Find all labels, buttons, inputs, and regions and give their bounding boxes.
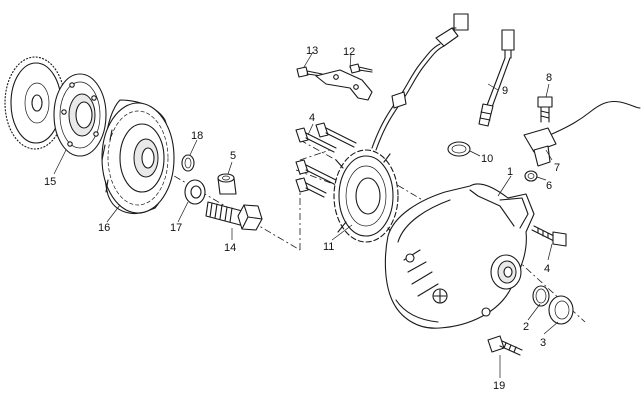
callout-14: 14 [224,242,236,254]
callout-4-stator-bolts: 4 [309,112,315,124]
part-callouts: 1 2 3 4 4 5 6 7 8 9 10 11 12 13 14 15 16… [44,45,560,392]
collar-part-5 [217,173,237,195]
o-ring-part-18 [181,154,195,172]
generator-cover-part-1 [384,183,535,329]
screws-part-13 [296,63,373,78]
callout-7: 7 [554,162,560,174]
cover-bolt-part-4 [531,225,567,247]
callout-15: 15 [44,176,56,188]
sensor-rod-part-9 [478,29,515,127]
flywheel-rotor-part-16 [101,99,175,214]
callout-13: 13 [306,45,318,57]
stator-wiring-harness [371,13,469,151]
speed-sensor-part-7 [523,100,641,167]
o-ring-part-10 [447,141,471,157]
callout-1: 1 [507,166,513,178]
leader-lines [53,51,559,378]
callout-9: 9 [502,85,508,97]
callout-5: 5 [230,150,236,162]
callout-2: 2 [523,321,529,333]
one-way-clutch-plate [53,73,107,157]
o-ring-part-6 [524,170,538,182]
callout-19: 19 [493,380,505,392]
callout-3: 3 [540,337,546,349]
callout-12: 12 [343,46,355,58]
washer-part-17 [184,179,206,205]
flywheel-bolt-part-14 [205,201,263,231]
stator-coil-part-11 [333,149,399,243]
sensor-screw-part-8 [537,96,553,123]
stator-bolts-part-4 [295,122,357,198]
cap-plate-part-3 [548,295,574,325]
callout-10: 10 [481,153,493,165]
gasket-ring-part-2 [532,285,550,307]
clamp-bracket-part-12 [315,69,373,101]
starter-ring-gear-part-15 [4,56,66,150]
callout-11: 11 [323,241,334,253]
callout-6: 6 [546,180,552,192]
callout-8: 8 [546,72,552,84]
callout-16: 16 [98,222,110,234]
callout-17: 17 [170,222,182,234]
bottom-bolt-part-19 [487,335,523,356]
callout-18: 18 [191,130,203,142]
callout-4-cover-bolt: 4 [544,263,550,275]
